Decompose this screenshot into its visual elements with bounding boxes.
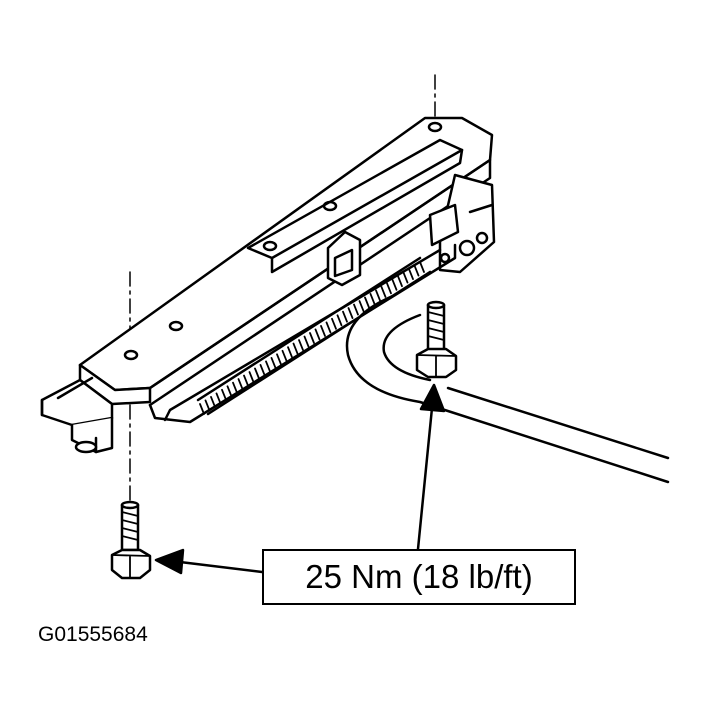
floor-frame-curve (345, 293, 670, 484)
figure-code-label: G01555684 (38, 623, 148, 646)
toothed-rack (199, 261, 425, 415)
torque-spec-callout: 25 Nm (18 lb/ft) (262, 549, 576, 605)
front-end-bracket (428, 173, 496, 274)
lower-rail (40, 243, 457, 454)
rack-strip (196, 256, 432, 416)
latch-tab (326, 230, 362, 287)
front-bolt (415, 300, 458, 379)
leader-arrow-rear (154, 548, 264, 575)
rack-tooth-lines (199, 261, 425, 415)
leader-arrow-front (416, 383, 446, 551)
rear-bolt (110, 500, 152, 580)
